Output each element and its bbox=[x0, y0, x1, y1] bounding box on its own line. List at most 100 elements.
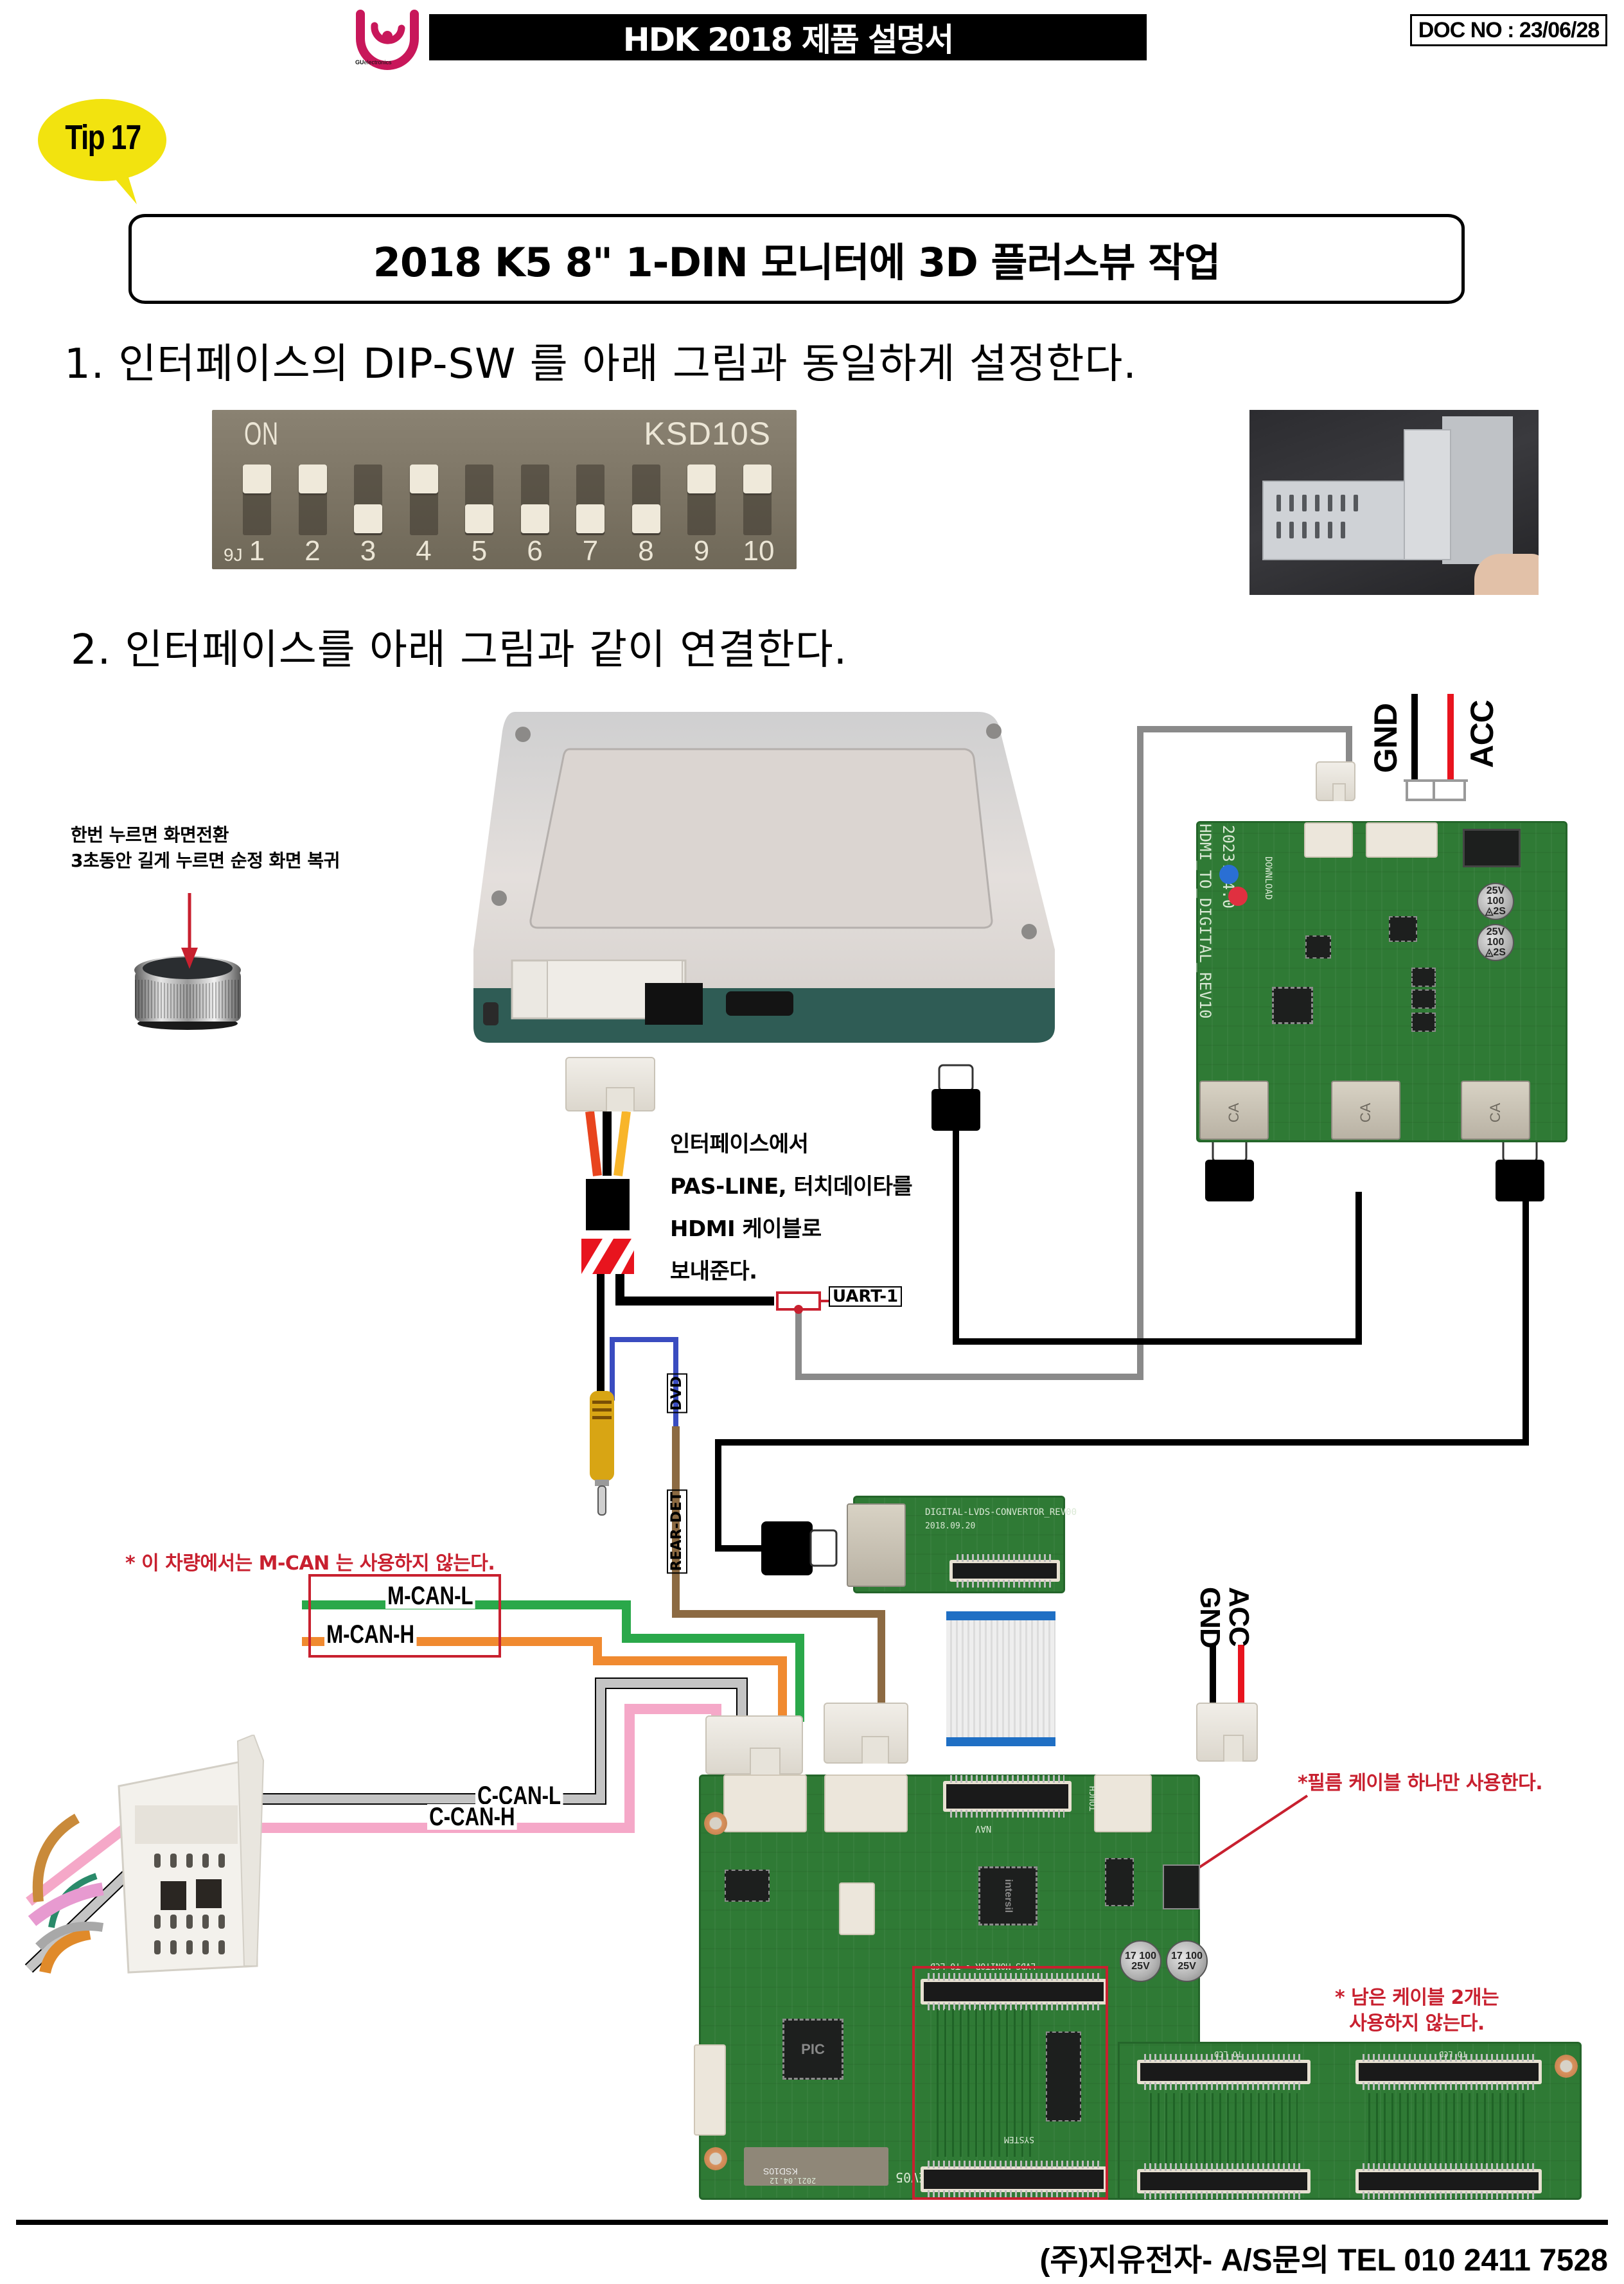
dip-model-label: KSD10S bbox=[644, 416, 771, 452]
interface-harness-connector bbox=[565, 1057, 655, 1111]
hdmi-port: CA bbox=[1331, 1081, 1400, 1140]
m-can-highlight-box bbox=[308, 1574, 501, 1658]
step-2-heading: 2. 인터페이스를 아래 그림과 같이 연결한다. bbox=[71, 626, 848, 674]
side-connector bbox=[839, 1882, 875, 1935]
dip-switch-10[interactable] bbox=[743, 465, 772, 535]
doc-number-box: DOC NO : 23/06/28 bbox=[1410, 14, 1607, 46]
fpc-connector bbox=[949, 1554, 1060, 1588]
board-connector bbox=[824, 1775, 908, 1832]
dip-switch-knob-on[interactable] bbox=[298, 465, 327, 493]
chip-array bbox=[1046, 2032, 1081, 2121]
dip-switch-4[interactable] bbox=[409, 465, 438, 535]
main-board-extension: TO LCD TO LCD bbox=[1118, 2042, 1582, 2200]
gnd-label-top: GND bbox=[1368, 704, 1404, 774]
remaining-cables-note-line-2: 사용하지 않는다. bbox=[1349, 2012, 1485, 2035]
tip-label: Tip 17 bbox=[65, 118, 141, 157]
hdmi-port: CA bbox=[1461, 1081, 1530, 1140]
regulator-chip bbox=[1463, 829, 1521, 867]
chip bbox=[1105, 1858, 1134, 1906]
dip-switch-7[interactable] bbox=[576, 465, 605, 535]
remaining-cables-note: * 남은 케이블 2개는 사용하지 않는다. bbox=[1335, 1985, 1499, 2037]
dip-switch-knob-on[interactable] bbox=[687, 465, 716, 493]
uart-label: UART-1 bbox=[829, 1286, 903, 1307]
chip bbox=[1411, 1013, 1436, 1032]
can-harness-connector bbox=[705, 1715, 803, 1775]
main-chip bbox=[1272, 987, 1313, 1024]
chip bbox=[1389, 916, 1417, 942]
tip-speech-bubble-icon bbox=[38, 99, 166, 204]
nav-label: NAV bbox=[975, 1823, 992, 1834]
main-board-dip-switch: KSD10S bbox=[744, 2147, 888, 2186]
pcb-traces bbox=[1368, 2093, 1529, 2164]
hdmi-plug-icon bbox=[761, 1521, 838, 1575]
dip-switch-1[interactable] bbox=[243, 465, 271, 535]
video-decoder-chip: intersil bbox=[978, 1866, 1037, 1925]
main-board: NAV TOUCH intersil PIC 17 100 25V 17 100… bbox=[694, 1775, 1208, 2200]
mounting-hole bbox=[1555, 2055, 1578, 2078]
dip-switch-3[interactable] bbox=[354, 465, 382, 535]
board-connector bbox=[1304, 822, 1353, 858]
logo-sub: electronics bbox=[364, 59, 392, 66]
footer-divider bbox=[16, 2220, 1608, 2225]
lvds-board-name: DIGITAL-LVDS-CONVERTOR_REV00 bbox=[925, 1507, 1077, 1518]
hdmi-cable-1 bbox=[953, 1123, 1362, 1345]
used-lvds-connector-highlight-box bbox=[912, 1966, 1108, 2200]
touch-connector bbox=[1094, 1775, 1152, 1832]
document-title-bar: HDK 2018 제품 설명서 bbox=[429, 14, 1147, 60]
capacitor: 17 100 25V bbox=[1120, 1940, 1161, 1982]
uart-plug-connector bbox=[1316, 761, 1355, 801]
red-led bbox=[1228, 887, 1248, 906]
hand bbox=[1474, 554, 1539, 595]
gu-electronics-logo bbox=[356, 10, 419, 70]
dip-switch-knob-off[interactable] bbox=[465, 504, 493, 533]
pcb-traces bbox=[937, 2009, 1033, 2157]
dip-switch-knob-on[interactable] bbox=[409, 465, 438, 493]
dip-switch-9[interactable] bbox=[687, 465, 716, 535]
head-unit-bracket-photo bbox=[1249, 410, 1539, 595]
harness-wire-yellow bbox=[613, 1111, 631, 1176]
rear-det-label: REAR-DET bbox=[667, 1489, 687, 1574]
dip-switch-number: 1 bbox=[249, 535, 265, 567]
dip-switch-knob-off[interactable] bbox=[576, 504, 605, 533]
dip-switch-knob-off[interactable] bbox=[520, 504, 549, 533]
vehicle-harness-connector-photo bbox=[28, 1735, 265, 1974]
pcb-traces bbox=[1150, 2093, 1298, 2164]
hdmi-port: CA bbox=[1199, 1081, 1269, 1140]
dip-switch-knob-on[interactable] bbox=[243, 465, 271, 493]
bracket-side-panel bbox=[1442, 416, 1513, 564]
c-can-h-label: C-CAN-H bbox=[427, 1804, 517, 1830]
step-1-heading: 1. 인터페이스의 DIP-SW 를 아래 그림과 동일하게 설정한다. bbox=[64, 341, 1137, 388]
dip-switch-number: 4 bbox=[416, 535, 432, 567]
dip-switch-knob-off[interactable] bbox=[631, 504, 660, 533]
button-instruction-line-1: 한번 누르면 화면전환 bbox=[71, 824, 229, 845]
regulator bbox=[1163, 1864, 1200, 1909]
main-board-date: 2021.04.12 bbox=[770, 2176, 816, 2185]
dip-switch-2[interactable] bbox=[298, 465, 327, 535]
blue-led bbox=[1219, 865, 1239, 884]
remaining-cables-note-line-1: * 남은 케이블 2개는 bbox=[1335, 1987, 1499, 2009]
dip-switch-6[interactable] bbox=[520, 465, 549, 535]
board-connector bbox=[723, 1775, 807, 1832]
page-title-box: 2018 K5 8" 1-DIN 모니터에 3D 플러스뷰 작업 bbox=[128, 214, 1465, 304]
dip-switch-number: 8 bbox=[638, 535, 654, 567]
dip-switch-knob-off[interactable] bbox=[354, 504, 382, 533]
dip-switch-5[interactable] bbox=[465, 465, 493, 535]
dip-switch-knob-on[interactable] bbox=[743, 465, 772, 493]
interface-module-photo bbox=[473, 712, 1055, 1043]
rear-det-connector bbox=[824, 1703, 908, 1764]
mounting-hole bbox=[704, 2147, 727, 2170]
dip-switch-8[interactable] bbox=[631, 465, 660, 535]
dip-switch-number: 5 bbox=[471, 535, 488, 567]
board-connector bbox=[1366, 822, 1438, 858]
hdmi-plug-icon bbox=[1496, 1135, 1544, 1201]
acc-label-bottom: ACC bbox=[1223, 1587, 1255, 1647]
lvds-fpc-connector-top bbox=[921, 1973, 1107, 2010]
button-instruction-line-2: 3초동안 길게 누르면 순정 화면 복귀 bbox=[71, 850, 340, 871]
mcu-chip: PIC bbox=[782, 2019, 843, 2080]
harness-tape bbox=[581, 1239, 634, 1274]
chip bbox=[1305, 935, 1331, 959]
dip-switch-number: 10 bbox=[743, 535, 775, 567]
unused-fpc-connector bbox=[1137, 2163, 1311, 2199]
unused-fpc-connector bbox=[1355, 2054, 1542, 2090]
explanation-line-3: HDMI 케이블로 bbox=[670, 1216, 822, 1242]
